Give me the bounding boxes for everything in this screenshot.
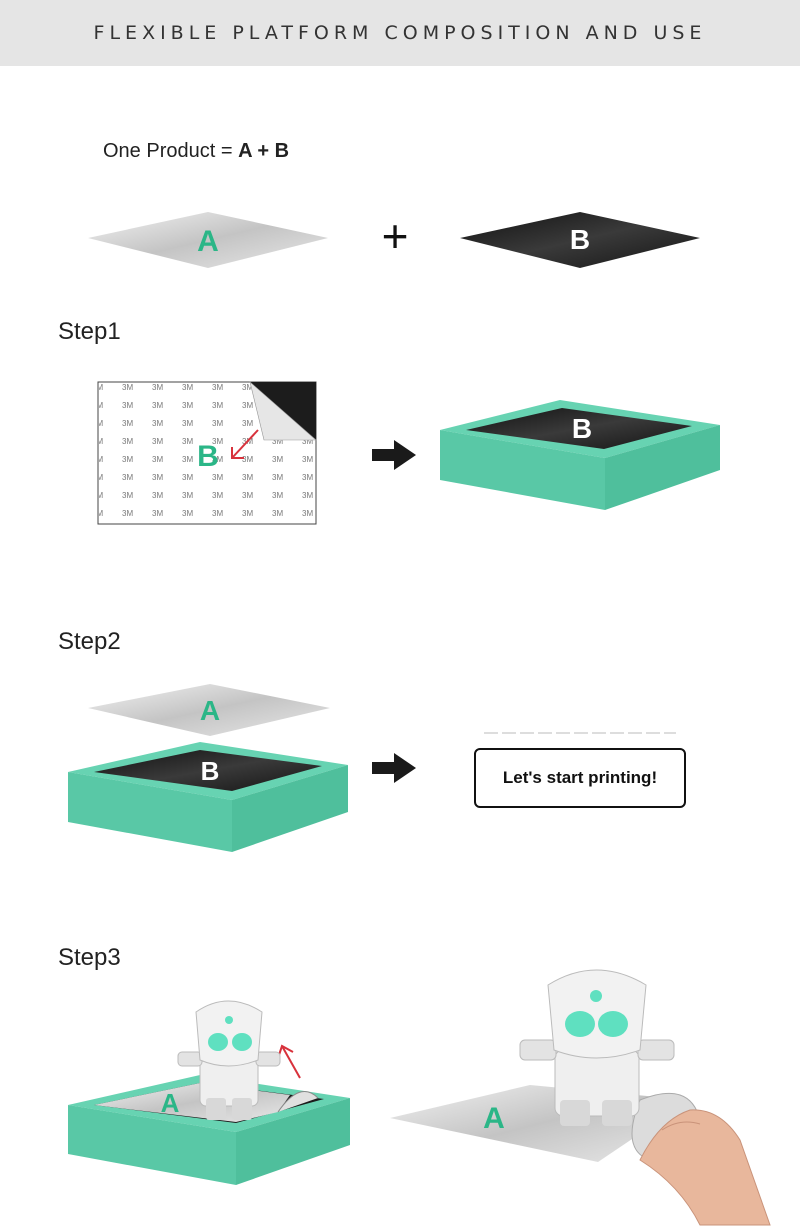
step3-title: Step3: [58, 944, 121, 971]
step2-label-a: A: [200, 695, 220, 726]
hand-icon: [639, 1109, 771, 1226]
start-printing-banner: Let's start printing!: [474, 748, 686, 808]
step2-label-b: B: [201, 756, 220, 786]
sheet-a-step2: A: [88, 684, 330, 736]
formula-line: One Product = A + B: [103, 140, 289, 163]
sticker-label-b: B: [197, 440, 219, 473]
right-arrow-icon: [372, 440, 416, 470]
peeled-label-a: A: [483, 1102, 505, 1135]
header-bar: FLEXIBLE PLATFORM COMPOSITION AND USE: [0, 0, 800, 66]
plus-sign: +: [382, 210, 409, 262]
peel-arrow-icon: [231, 429, 259, 459]
formula-expression: A + B: [238, 140, 290, 162]
right-arrow-icon: [372, 753, 416, 783]
base-step2: B: [68, 742, 348, 852]
label-a: A: [197, 225, 219, 258]
lift-arrow-icon: [277, 1044, 301, 1079]
robot-figure-small: [177, 1000, 281, 1120]
robot-figure-large: [519, 969, 675, 1126]
step2-title: Step2: [58, 628, 121, 655]
sheet-b-top: B: [460, 212, 700, 268]
step3-label-a: A: [161, 1088, 180, 1118]
sticker-sheet: B: [97, 381, 317, 525]
sheet-a-top: A: [88, 212, 328, 268]
formula-prefix: One Product =: [103, 140, 239, 162]
label-b: B: [570, 224, 590, 255]
base-label-b: B: [572, 413, 592, 444]
base-with-b: B: [440, 400, 720, 510]
step1-title: Step1: [58, 318, 121, 345]
header-title: FLEXIBLE PLATFORM COMPOSITION AND USE: [93, 22, 707, 44]
